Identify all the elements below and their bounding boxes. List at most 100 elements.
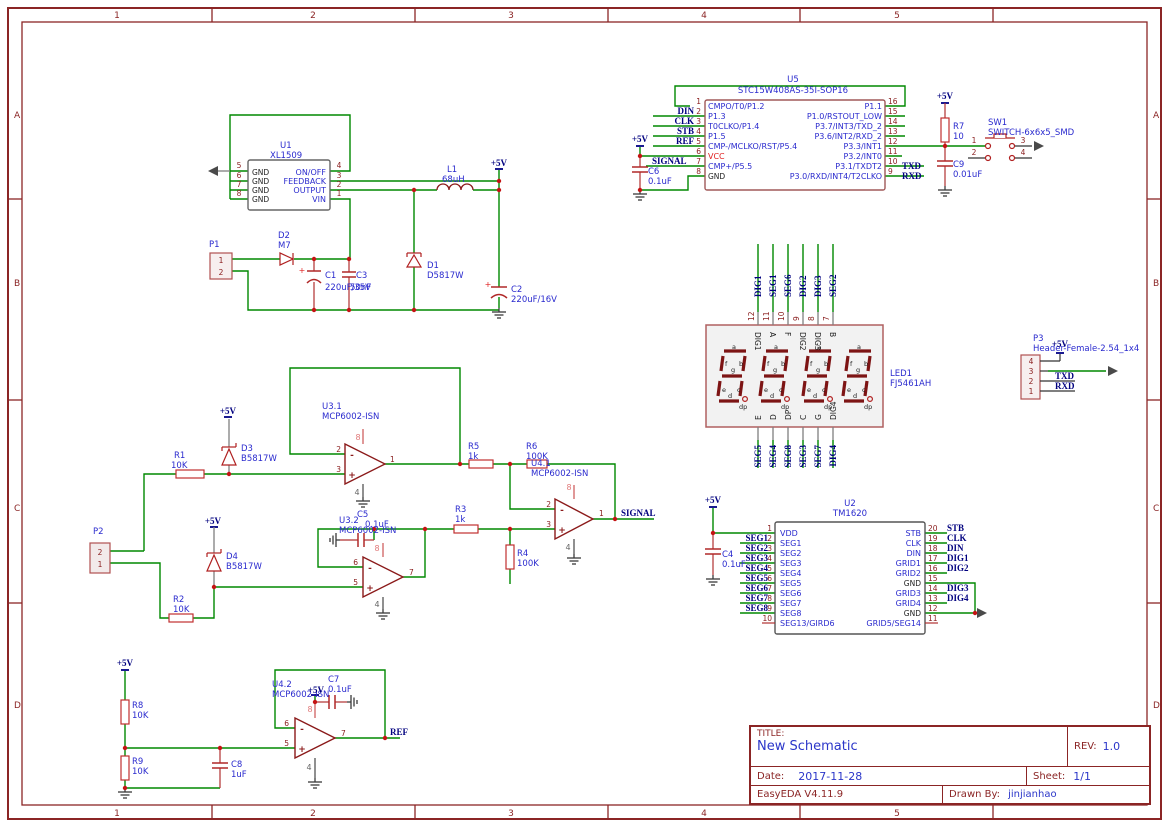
- u1-pin-number[interactable]: 3: [337, 171, 342, 180]
- seg-label[interactable]: f: [850, 360, 853, 368]
- u2-pin-name[interactable]: GRID3: [896, 589, 921, 598]
- u2-tm1620[interactable]: [762, 521, 987, 635]
- c8-ref[interactable]: C8: [231, 760, 242, 770]
- seg-label[interactable]: f: [810, 360, 813, 368]
- p3-pin-number[interactable]: 4: [1029, 357, 1034, 366]
- p1-ref[interactable]: P1: [209, 240, 220, 250]
- r5-ref[interactable]: R5: [468, 442, 479, 452]
- led1-ref[interactable]: LED1: [890, 369, 912, 379]
- c6-value[interactable]: 0.1uF: [648, 177, 672, 187]
- r8-resistor[interactable]: [120, 669, 130, 725]
- u41-pin-number[interactable]: 1: [599, 509, 604, 518]
- net-seg3[interactable]: SEG3: [798, 445, 808, 468]
- u5-pin-number[interactable]: 14: [888, 117, 898, 126]
- u5-pin-name[interactable]: CMP+/P5.5: [708, 162, 752, 171]
- date-value[interactable]: 2017-11-28: [798, 769, 863, 783]
- u1-pin-name[interactable]: OUTPUT: [293, 186, 326, 195]
- schematic-title[interactable]: New Schematic: [757, 739, 858, 754]
- net-dig4[interactable]: DIG4: [947, 593, 969, 603]
- u1-pin-number[interactable]: 1: [337, 189, 342, 198]
- u41-ref[interactable]: U4.1: [531, 459, 551, 469]
- seg-label[interactable]: d: [853, 392, 857, 400]
- u5-pin-name[interactable]: CMPO/T0/P1.2: [708, 102, 765, 111]
- u31-pin-number[interactable]: 8: [355, 433, 360, 442]
- c4-value[interactable]: 0.1uF: [722, 560, 746, 570]
- c3-capacitor[interactable]: [342, 259, 356, 310]
- r4-ref[interactable]: R4: [517, 549, 528, 559]
- c8-value[interactable]: 1uF: [231, 770, 247, 780]
- led1-pin-number[interactable]: 8: [807, 316, 816, 321]
- u5-pin-name[interactable]: GND: [708, 172, 725, 181]
- c1-ref[interactable]: C1: [325, 271, 336, 281]
- net-5v[interactable]: +5V: [205, 516, 222, 526]
- c1-capacitor[interactable]: [306, 259, 322, 310]
- c9-value[interactable]: 0.01uF: [953, 170, 982, 180]
- led1-pin-name[interactable]: C: [799, 415, 808, 420]
- u32-pin-number[interactable]: 4: [374, 600, 379, 609]
- u5-pin-number[interactable]: 4: [696, 127, 701, 136]
- u42-opamp[interactable]: [294, 694, 337, 778]
- u2-pin-number[interactable]: 10: [762, 614, 772, 623]
- u5-pin-name[interactable]: VCC: [708, 152, 725, 161]
- c1-value[interactable]: 220uF/35V: [325, 283, 371, 293]
- u1-value[interactable]: XL1509: [270, 151, 302, 161]
- r4-value[interactable]: 100K: [517, 559, 539, 569]
- u2-ref[interactable]: U2: [844, 499, 856, 509]
- seg-label[interactable]: b: [739, 360, 743, 368]
- seg-label[interactable]: e: [764, 386, 768, 394]
- led1-pin-name[interactable]: DIG1: [753, 332, 762, 351]
- net-5v[interactable]: +5V: [1052, 339, 1069, 349]
- u5-pin-name[interactable]: T0CLKO/P1.4: [707, 122, 759, 131]
- u32-value[interactable]: MCP6002-ISN: [339, 526, 396, 536]
- seg-label[interactable]: c: [737, 386, 741, 394]
- u32-ref[interactable]: U3.2: [339, 516, 359, 526]
- sw1-pin-number[interactable]: 1: [972, 136, 977, 145]
- d3-diode[interactable]: [221, 416, 237, 474]
- p2-ref[interactable]: P2: [93, 527, 104, 537]
- u42-pin-number[interactable]: 8: [307, 705, 312, 714]
- c5-capacitor[interactable]: [340, 533, 374, 547]
- net-txd[interactable]: TXD: [902, 161, 922, 171]
- d4-value[interactable]: B5817W: [226, 562, 262, 572]
- u42-value[interactable]: MCP6002-ISN: [272, 690, 329, 700]
- u2-pin-number[interactable]: 6: [767, 574, 772, 583]
- net-clk[interactable]: CLK: [947, 533, 967, 543]
- net-din[interactable]: DIN: [947, 543, 964, 553]
- u42-pin-number[interactable]: 6: [284, 719, 289, 728]
- net-seg2[interactable]: SEG2: [745, 543, 768, 553]
- p2-pin-number[interactable]: 2: [98, 548, 103, 557]
- u1-pin-name[interactable]: GND: [252, 186, 269, 195]
- u2-pin-number[interactable]: 19: [928, 534, 938, 543]
- p2-pin-number[interactable]: 1: [98, 560, 103, 569]
- u31-pin-number[interactable]: 3: [336, 465, 341, 474]
- led1-pin-number[interactable]: 10: [777, 311, 786, 321]
- c6-capacitor[interactable]: [632, 145, 648, 190]
- c7-ref[interactable]: C7: [328, 675, 339, 685]
- u2-pin-name[interactable]: SEG1: [780, 539, 801, 548]
- net-seg8[interactable]: SEG8: [783, 445, 793, 468]
- sw1-pin-number[interactable]: 3: [1021, 136, 1026, 145]
- r1-resistor[interactable]: [175, 469, 205, 479]
- net-rxd[interactable]: RXD: [902, 171, 922, 181]
- u5-pin-number[interactable]: 5: [696, 137, 701, 146]
- u2-pin-number[interactable]: 2: [767, 534, 772, 543]
- sw1-pin-number[interactable]: 4: [1021, 148, 1026, 157]
- d4-ref[interactable]: D4: [226, 552, 238, 562]
- u1-pin-number[interactable]: 4: [337, 161, 342, 170]
- p3-ref[interactable]: P3: [1033, 334, 1044, 344]
- u5-pin-number[interactable]: 10: [888, 157, 898, 166]
- u1-pin-number[interactable]: 2: [337, 180, 342, 189]
- l1-ref[interactable]: L1: [447, 165, 457, 175]
- u1-pin-name[interactable]: GND: [252, 177, 269, 186]
- u41-pin-number[interactable]: 3: [546, 520, 551, 529]
- u2-pin-name[interactable]: SEG6: [780, 589, 801, 598]
- r9-value[interactable]: 10K: [132, 767, 149, 777]
- u31-ref[interactable]: U3.1: [322, 402, 342, 412]
- r9-resistor[interactable]: [120, 755, 130, 781]
- u2-pin-name[interactable]: GRID1: [896, 559, 921, 568]
- sw1-value[interactable]: SWITCH-6x6x5_SMD: [988, 128, 1075, 138]
- u5-pin-number[interactable]: 8: [696, 167, 701, 176]
- net-seg5[interactable]: SEG5: [753, 445, 763, 468]
- u2-pin-name[interactable]: SEG5: [780, 579, 801, 588]
- c9-ref[interactable]: C9: [953, 160, 964, 170]
